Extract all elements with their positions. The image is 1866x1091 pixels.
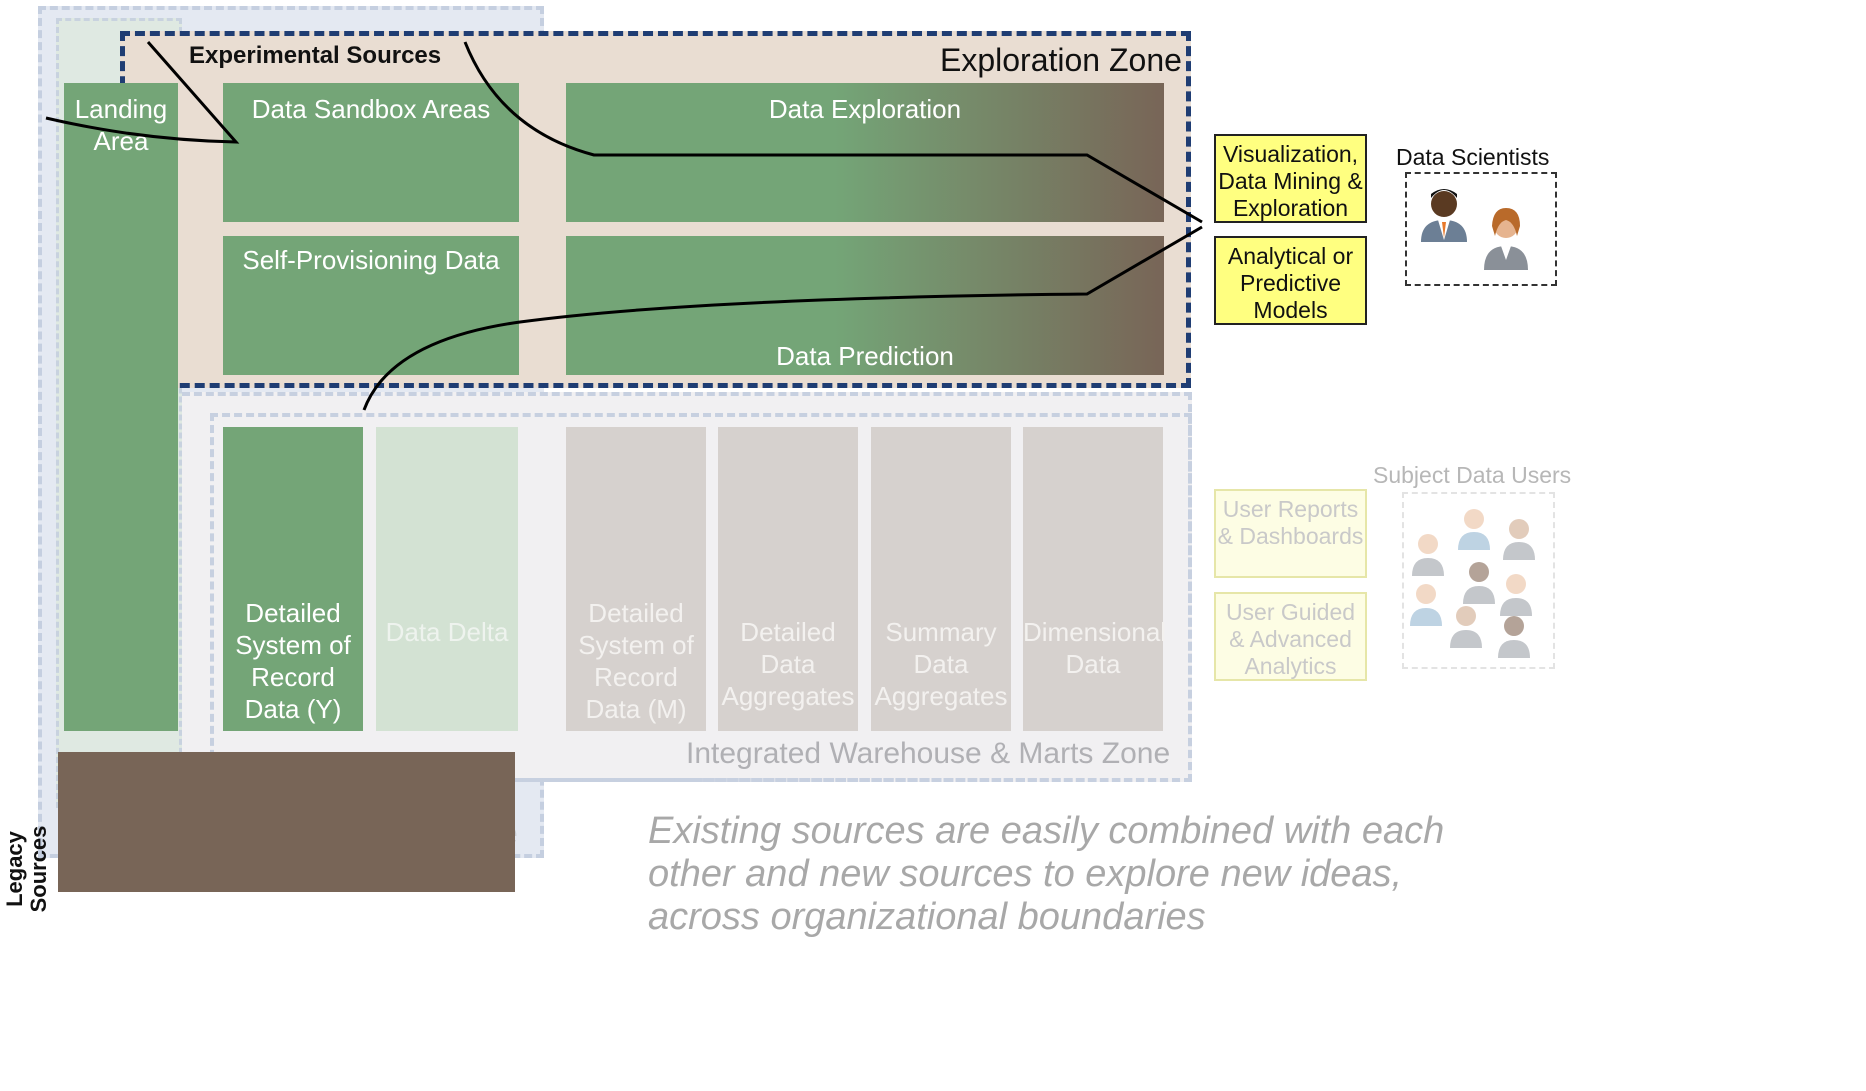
data-prediction-label: Data Prediction [776, 341, 954, 371]
guided-analytics-label: User Guided & Advanced Analytics [1225, 599, 1356, 679]
data-scientists-group [1405, 172, 1557, 286]
reports-label: User Reports & Dashboards [1217, 496, 1364, 549]
detailed-sor-m-label: Detailed System of Record Data (M) [578, 598, 694, 724]
data-prediction-box: Data Prediction [566, 236, 1164, 375]
subject-users-icon [1410, 509, 1535, 658]
summary-aggregates-box: Summary Data Aggregates [871, 427, 1011, 731]
visualization-box: Visualization, Data Mining & Exploration [1214, 134, 1367, 223]
visualization-label: Visualization, Data Mining & Exploration [1218, 141, 1363, 221]
self-provisioning-box: Self-Provisioning Data [223, 236, 519, 375]
subject-users-label: Subject Data Users [1373, 462, 1572, 488]
exploration-zone-title: Exploration Zone [940, 42, 1182, 78]
dimensional-label: Dimensional Data [1023, 617, 1167, 679]
landing-area-box: Landing Area [64, 83, 178, 731]
dimensional-box: Dimensional Data [1023, 427, 1167, 731]
landing-area-label: Landing Area [74, 94, 168, 156]
self-provisioning-label: Self-Provisioning Data [242, 245, 500, 275]
subject-users-group [1402, 492, 1555, 669]
data-exploration-label: Data Exploration [768, 94, 962, 124]
models-box: Analytical or Predictive Models [1214, 236, 1367, 325]
guided-analytics-box: User Guided & Advanced Analytics [1214, 592, 1367, 681]
legacy-source-block [58, 752, 515, 892]
experimental-sources-title: Experimental Sources [189, 42, 442, 69]
detailed-sor-m-box: Detailed System of Record Data (M) [566, 427, 706, 731]
sandbox-label: Data Sandbox Areas [251, 94, 491, 124]
detailed-sor-y-label: Detailed System of Record Data (Y) [235, 598, 351, 724]
detailed-sor-y-box: Detailed System of Record Data (Y) [223, 427, 363, 731]
sandbox-box: Data Sandbox Areas [223, 83, 519, 222]
integrated-zone-frame [210, 413, 1192, 782]
data-scientists-icon [1421, 189, 1528, 270]
data-exploration-box: Data Exploration [566, 83, 1164, 222]
detailed-aggregates-label: Detailed Data Aggregates [721, 617, 855, 711]
reports-box: User Reports & Dashboards [1214, 489, 1367, 578]
models-label: Analytical or Predictive Models [1227, 243, 1354, 323]
summary-aggregates-label: Summary Data Aggregates [874, 617, 1008, 711]
warehouse-to-prediction-line [362, 225, 1203, 411]
caption-text: Existing sources are easily combined wit… [648, 810, 1445, 938]
integrated-zone-title: Integrated Warehouse & Marts Zone [686, 737, 1171, 770]
data-scientists-label: Data Scientists [1396, 144, 1550, 170]
data-delta-label: Data Delta [385, 617, 509, 647]
sandbox-to-exploration-line [463, 41, 1203, 224]
landing-to-sandbox-line [45, 41, 240, 144]
detailed-aggregates-box: Detailed Data Aggregates [718, 427, 858, 731]
data-delta-box: Data Delta [376, 427, 518, 731]
